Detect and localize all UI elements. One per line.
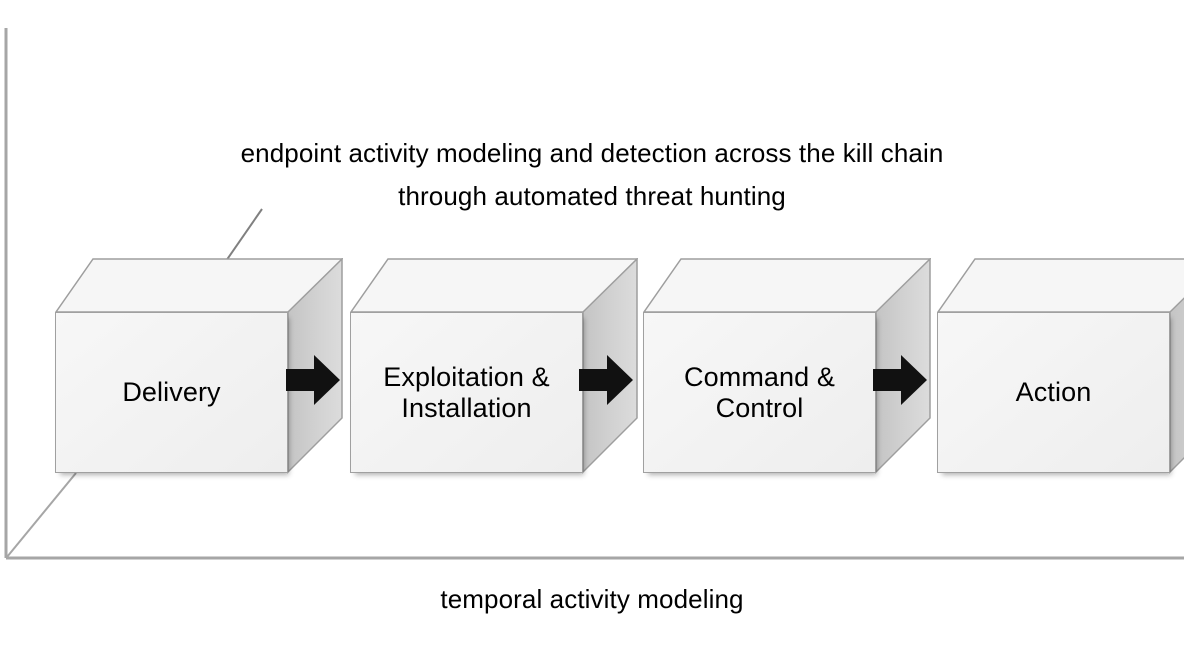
box-top-face [937,258,1184,314]
stage-label-delivery: Delivery [122,377,221,408]
arrow-right-icon-1 [284,352,342,408]
stage-label-action: Action [1015,377,1092,408]
stage-label-command-control: Command & Control [684,362,835,423]
box-front-face: Action [937,312,1170,473]
diagram-title-annotation: endpoint activity modeling and detection… [0,132,1184,218]
title-line-1: endpoint activity modeling and detection… [240,138,944,168]
box-front-face: Command & Control [643,312,876,473]
box-front-face: Delivery [55,312,288,473]
arrow-right-icon-3 [871,352,929,408]
horizontal-axis-label: temporal activity modeling [440,584,744,614]
stage-label-exploitation-installation: Exploitation & Installation [383,362,550,423]
box-front-face: Exploitation & Installation [350,312,583,473]
arrow-right-icon-2 [577,352,635,408]
title-line-2: through automated threat hunting [398,180,786,211]
box-side-face [1169,258,1184,474]
